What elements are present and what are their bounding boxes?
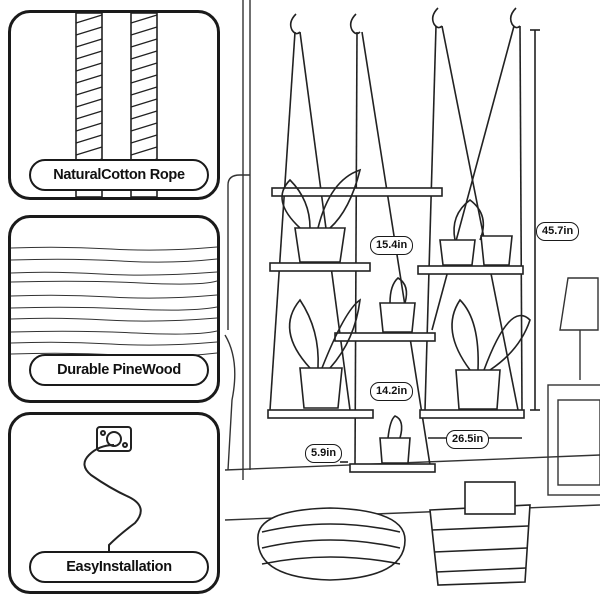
feature-caption-rope: NaturalCotton Rope <box>29 159 209 191</box>
dimension-total-width: 26.5in <box>446 430 490 449</box>
feature-panel-wood: Durable PineWood <box>8 215 220 403</box>
wood-grain-icon <box>11 246 217 357</box>
dimension-top-shelf-height: 15.4in <box>370 236 414 255</box>
feature-panel-hook: EasyInstallation <box>8 412 220 594</box>
dimension-middle-gap: 14.2in <box>370 382 414 401</box>
feature-caption-wood: Durable PineWood <box>29 354 209 386</box>
feature-panel-rope: NaturalCotton Rope <box>8 10 220 200</box>
feature-caption-hook: EasyInstallation <box>29 551 209 583</box>
dimension-total-height: 45.7in <box>536 222 580 241</box>
dimension-shelf-depth: 5.9in <box>305 444 343 463</box>
